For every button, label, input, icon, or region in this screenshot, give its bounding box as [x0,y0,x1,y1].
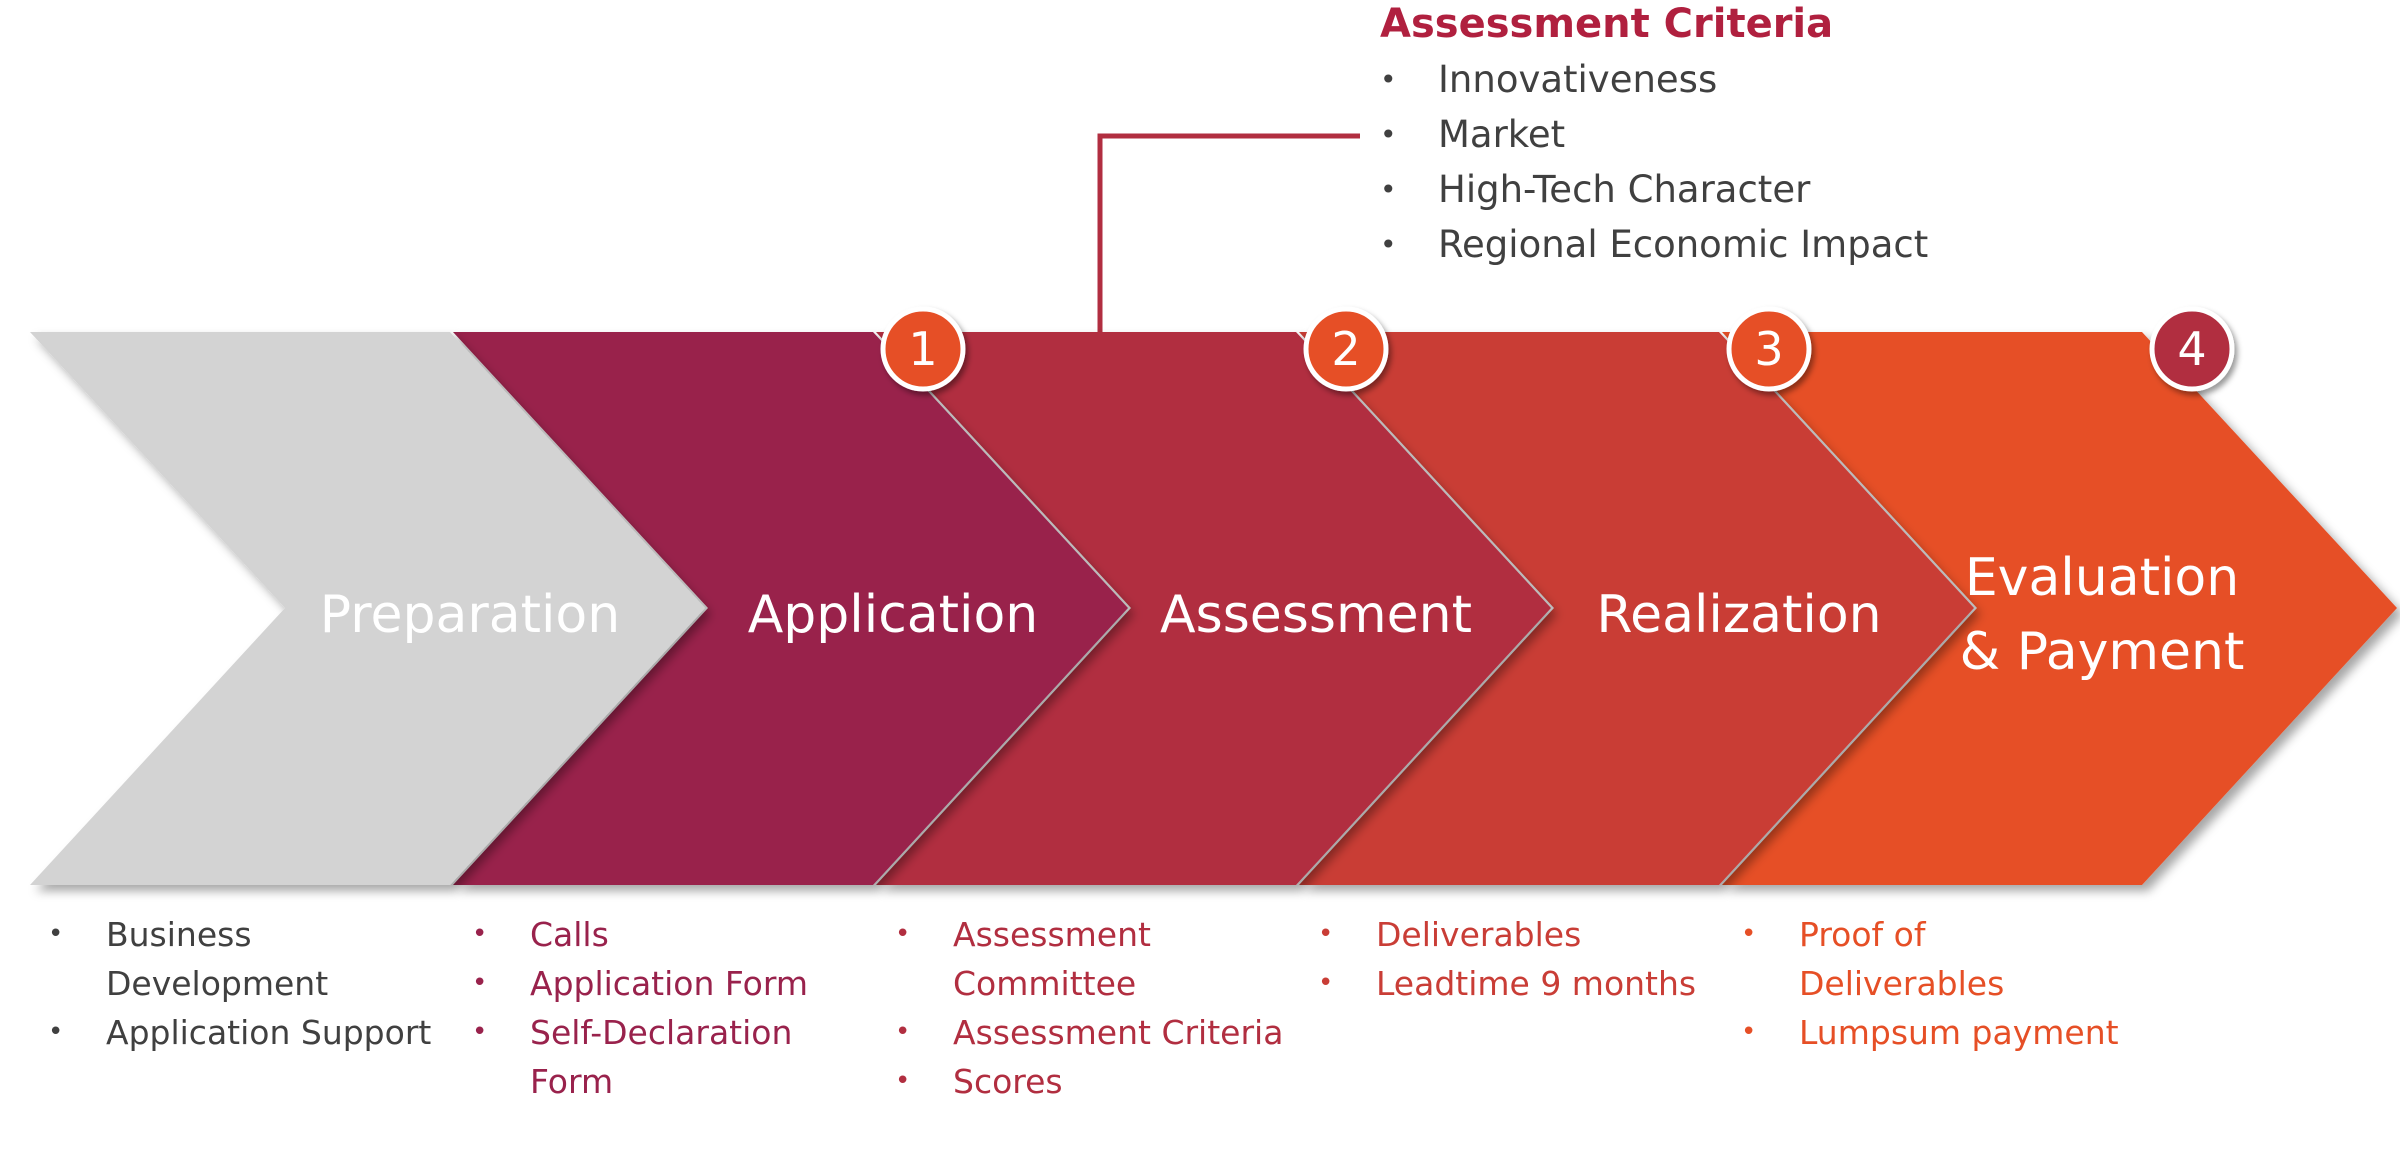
stage-label-preparation: Preparation [320,585,620,645]
chevron-assessment [876,332,1551,885]
bullet-item: Application Form [472,959,862,1008]
bullet-item: Assessment Criteria [895,1008,1285,1057]
stage-label-assessment: Assessment [1160,585,1472,645]
bullet-item: Proof of Deliverables [1741,910,2131,1008]
badge-number: 1 [908,322,937,376]
badge-number: 4 [2177,322,2206,376]
step-badge-3: 3 [1726,306,1812,392]
bullet-item: Self-Declaration Form [472,1008,862,1106]
criteria-item: High-Tech Character [1380,162,2080,217]
chevron-evaluation [1722,332,2397,885]
chevron-preparation [30,332,705,885]
badge-number: 2 [1331,322,1360,376]
bullet-item: Deliverables [1318,910,1708,959]
badge-circle [880,306,966,392]
step-badge-4: 4 [2149,306,2235,392]
criteria-item: Regional Economic Impact [1380,217,2080,272]
bullet-item: Scores [895,1057,1285,1106]
step-badge-1: 1 [880,306,966,392]
badge-circle [2149,306,2235,392]
assessment-bullets: Assessment Committee Assessment Criteria… [895,910,1285,1106]
stage-label-realization: Realization [1596,585,1881,645]
bullet-item: Calls [472,910,862,959]
assessment-criteria-panel: Assessment Criteria Innovativeness Marke… [1380,0,2080,272]
realization-bullets: Deliverables Leadtime 9 months [1318,910,1708,1008]
badge-number: 3 [1754,322,1783,376]
bullet-item: Business Development [48,910,438,1008]
stage-label-application: Application [748,585,1039,645]
bullet-item: Assessment Committee [895,910,1285,1008]
bullet-item: Leadtime 9 months [1318,959,1708,1008]
criteria-list: Innovativeness Market High-Tech Characte… [1380,52,2080,272]
stage-label-evaluation: Evaluation& Payment [1960,548,2245,682]
application-bullets: Calls Application Form Self-Declaration … [472,910,862,1106]
badge-circle [1303,306,1389,392]
evaluation-bullets: Proof of Deliverables Lumpsum payment [1741,910,2131,1057]
criteria-item: Innovativeness [1380,52,2080,107]
bullet-item: Application Support [48,1008,438,1057]
criteria-item: Market [1380,107,2080,162]
chevron-realization [1299,332,1974,885]
criteria-connector-line [1097,133,1360,332]
criteria-title: Assessment Criteria [1380,1,1834,47]
bullet-item: Lumpsum payment [1741,1008,2131,1057]
step-badge-2: 2 [1303,306,1389,392]
chevron-application [453,332,1128,885]
badge-circle [1726,306,1812,392]
preparation-bullets: Business Development Application Support [48,910,438,1057]
